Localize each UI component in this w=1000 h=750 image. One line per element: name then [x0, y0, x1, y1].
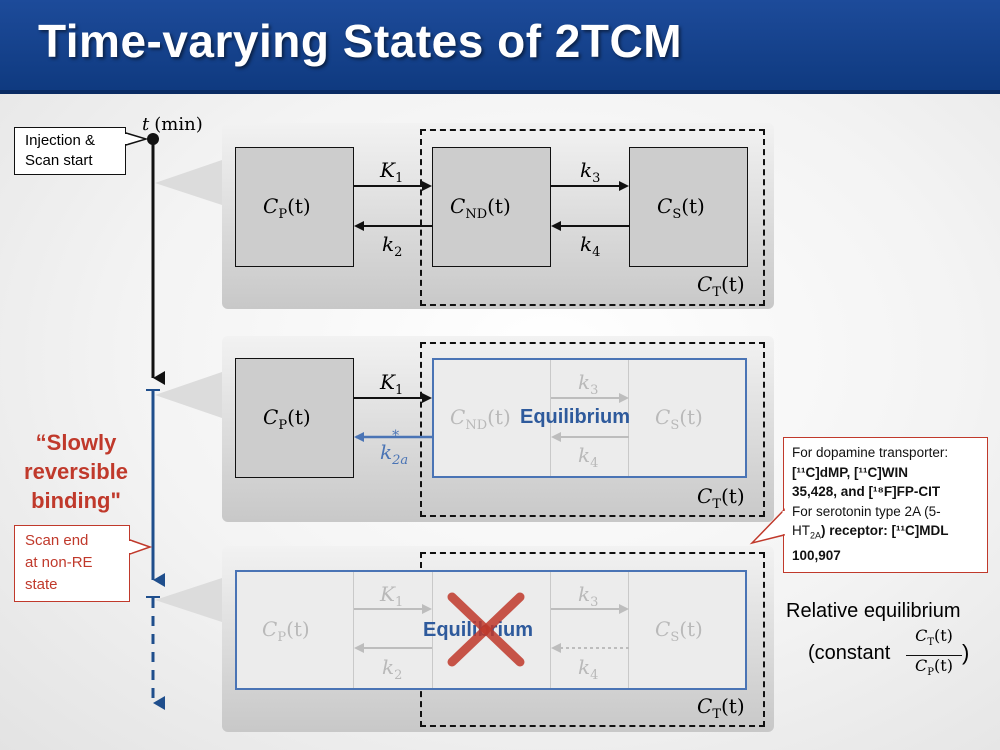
divider-3b: [432, 572, 433, 688]
injection-callout-tail: [125, 131, 149, 147]
k2-label-3: k2: [382, 655, 403, 683]
equilibrium-region-2: [432, 358, 747, 478]
cp-box-2: CP(t): [235, 358, 354, 478]
slowly-reversible-label: “Slowly reversible binding": [24, 430, 128, 513]
cs-label-1: CS(t): [657, 194, 705, 222]
cp-label-3: CP(t): [262, 617, 310, 645]
panel3-pointer: [155, 578, 222, 622]
equilibrium-label-2: Equilibrium: [520, 406, 630, 428]
relative-eq-constant: (constant: [808, 642, 891, 664]
tracer-info-callout: For dopamine transporter: [¹¹C]dMP, [¹¹C…: [783, 437, 988, 573]
divider-3d: [628, 572, 629, 688]
ct-boundary-2: [420, 342, 765, 517]
k3-label-1: k3: [580, 158, 601, 186]
panel1-pointer: [155, 160, 222, 205]
k2-label-1: k2: [382, 232, 403, 260]
cp-box-1: CP(t): [235, 147, 354, 267]
k4-label-1: k4: [580, 232, 601, 260]
cnd-box-1: CND(t): [432, 147, 551, 267]
divider-3a: [353, 572, 354, 688]
relative-eq-title: Relative equilibrium: [786, 600, 961, 622]
scan-end-callout-tail: [129, 538, 153, 556]
relative-eq-close-paren: ): [962, 640, 970, 665]
cs-label-3: CS(t): [655, 617, 703, 645]
k4-label-3: k4: [578, 655, 599, 683]
divider-2a: [550, 360, 551, 476]
divider-2b: [628, 360, 629, 476]
K1-label-2: K1: [380, 370, 404, 398]
timeline-start-dot: [147, 133, 159, 145]
divider-3c: [550, 572, 551, 688]
cp-label-2: CP(t): [263, 405, 311, 433]
ratio-denominator: CP(t): [915, 656, 953, 679]
ct-label-1: CT(t): [697, 272, 745, 300]
k3-label-2: k3: [578, 370, 599, 398]
title-bar: Time-varying States of 2TCM: [0, 0, 1000, 94]
slide-title: Time-varying States of 2TCM: [38, 15, 683, 67]
cp-label-1: CP(t): [263, 194, 311, 222]
ct-label-2: CT(t): [697, 484, 745, 512]
K1-label-3: K1: [380, 582, 404, 610]
ratio-fraction: CT(t) CP(t): [906, 626, 962, 683]
info-callout-tail: [749, 508, 785, 545]
scan-end-callout: Scan end at non-RE state: [14, 525, 130, 602]
ct-boundary-1: [420, 129, 765, 306]
cs-label-2: CS(t): [655, 405, 703, 433]
ratio-numerator: CT(t): [906, 626, 962, 657]
K1-label-1: K1: [380, 158, 404, 186]
equilibrium-label-3: Equilibrium: [423, 619, 533, 641]
k4-label-2: k4: [578, 443, 599, 471]
time-axis-label: t (min): [142, 114, 203, 135]
cnd-label-1: CND(t): [450, 194, 511, 222]
cs-box-1: CS(t): [629, 147, 748, 267]
panel2-pointer: [155, 372, 222, 418]
cnd-label-2: CND(t): [450, 405, 511, 433]
k3-label-3: k3: [578, 582, 599, 610]
cross-icon: [447, 592, 525, 667]
injection-callout: Injection & Scan start: [14, 127, 126, 175]
ct-label-3: CT(t): [697, 694, 745, 722]
